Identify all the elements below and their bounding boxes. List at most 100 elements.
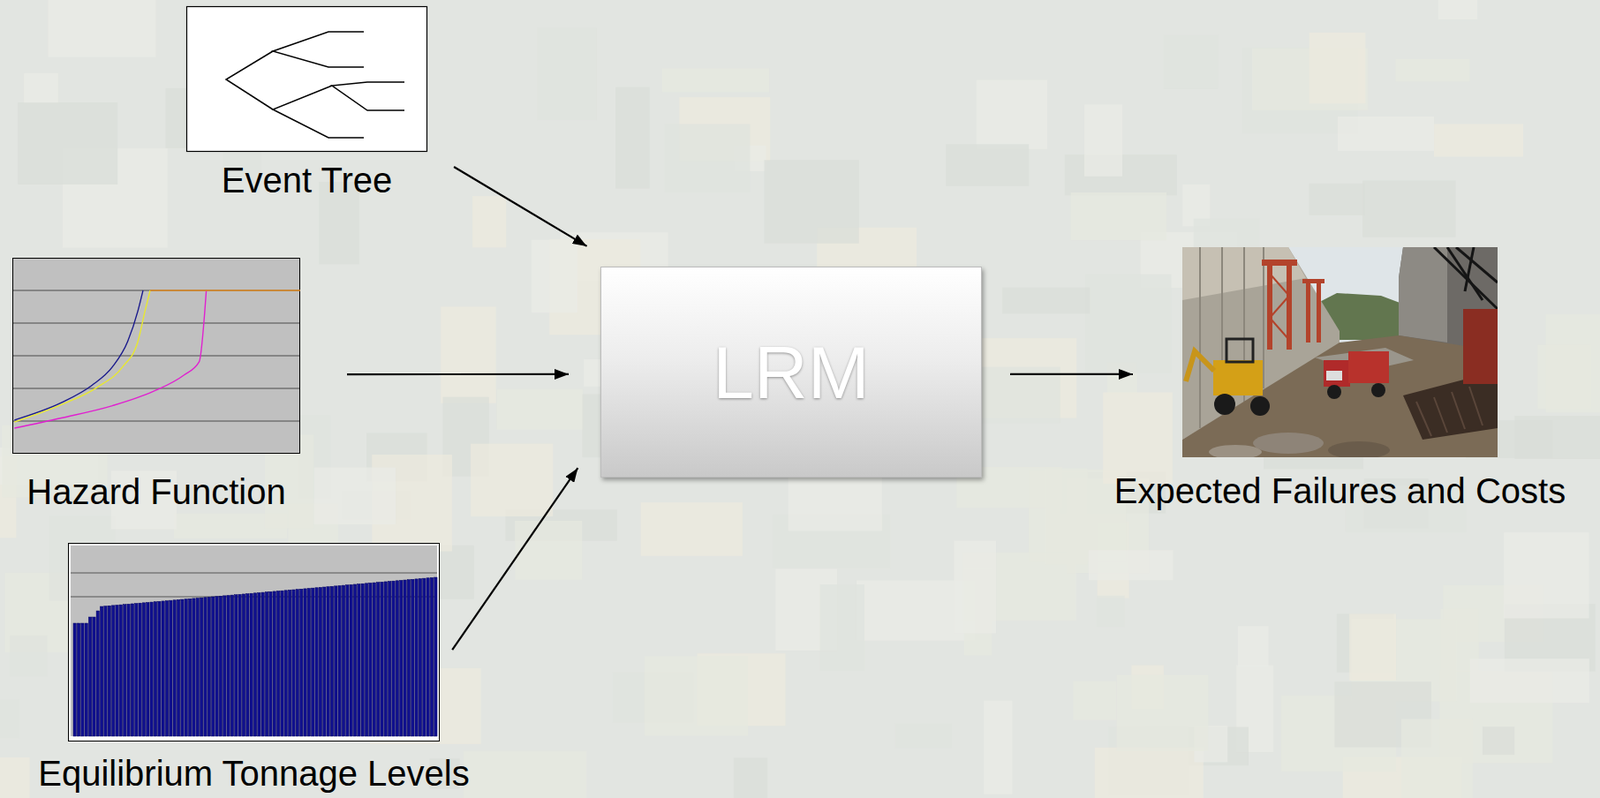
tonnage-bar — [264, 592, 268, 737]
grid-lines-part — [70, 573, 438, 574]
construction-photo-part-part — [1447, 247, 1483, 301]
tonnage-bar — [411, 579, 415, 737]
camo-patch — [531, 240, 578, 314]
tonnage-bar — [88, 617, 91, 737]
camo-patch — [470, 444, 553, 517]
box-title: LRM — [712, 330, 869, 416]
tonnage-bar — [426, 578, 430, 737]
tree-branches-part — [226, 51, 273, 110]
construction-photo-part — [1226, 339, 1253, 363]
tonnage-bar — [418, 579, 422, 737]
tonnage-bar — [253, 593, 257, 737]
tonnage-bar — [207, 596, 211, 737]
construction-photo-part — [1416, 386, 1483, 437]
tonnage-bar — [299, 588, 302, 737]
tonnage-bar — [364, 583, 368, 737]
tonnage-bar — [349, 584, 353, 737]
construction-photo-part-part — [1433, 247, 1498, 310]
flow-arrow — [452, 467, 578, 650]
construction-photo-part — [1182, 335, 1498, 458]
grid-lines-part — [13, 421, 300, 423]
construction-photo — [1182, 247, 1498, 458]
camo-patch — [945, 143, 1029, 187]
construction-photo-part-part — [1261, 259, 1298, 266]
tonnage-bar — [169, 600, 173, 737]
tonnage-bar — [395, 581, 399, 737]
tonnage-bar — [84, 623, 88, 737]
figure-slot — [1182, 247, 1498, 458]
figure-label: Hazard Function — [26, 472, 286, 512]
tonnage-bar — [392, 581, 395, 737]
tonnage-bar — [295, 589, 299, 737]
construction-photo-part — [1214, 393, 1236, 416]
camo-patch — [1084, 104, 1123, 176]
camo-patch — [976, 79, 1048, 149]
camo-patch — [1401, 718, 1473, 798]
tonnage-bar — [153, 602, 157, 737]
tree-branches — [226, 31, 405, 138]
tonnage-bar — [215, 596, 219, 737]
tonnage-bar — [226, 595, 230, 737]
tonnage-bar — [434, 577, 438, 737]
tonnage-bar — [218, 596, 222, 737]
camo-patch — [1102, 392, 1173, 484]
tree-branches-part — [332, 82, 405, 111]
camo-patch — [615, 87, 650, 189]
tonnage-bar — [272, 591, 276, 737]
camo-patch — [497, 389, 584, 431]
process-box: LRM — [600, 266, 982, 478]
camo-patch — [463, 751, 587, 798]
camo-patch — [953, 540, 997, 634]
camo-patch — [1094, 747, 1204, 798]
tonnage-bar — [107, 605, 111, 737]
figure-node: Event Tree — [186, 6, 428, 200]
tonnage-bar — [234, 595, 238, 737]
tonnage-bar — [422, 578, 426, 737]
construction-photo-part-part — [1451, 392, 1465, 430]
construction-photo-part-part — [1305, 282, 1311, 343]
construction-photo-part-part — [1269, 317, 1290, 340]
camo-patch — [1433, 123, 1524, 157]
camo-patch — [514, 520, 582, 581]
construction-photo-part-part — [1286, 261, 1292, 350]
figure-label: Event Tree — [221, 160, 393, 200]
construction-photo-part — [1433, 247, 1498, 310]
construction-photo-part-part — [1269, 295, 1290, 318]
tree-branches-part — [272, 85, 364, 138]
figure-node: Expected Failures and Costs — [1112, 247, 1569, 511]
construction-photo-part — [1328, 441, 1390, 458]
construction-photo-part-part — [1302, 279, 1325, 284]
tonnage-bar — [326, 587, 330, 737]
tonnage-bar — [196, 598, 199, 737]
tonnage-bar — [165, 601, 168, 737]
figure-slot — [186, 6, 428, 152]
tonnage-bar — [369, 582, 372, 737]
tonnage-bar — [73, 623, 76, 737]
figure-label: Equilibrium Tonnage Levels — [37, 754, 469, 793]
construction-photo-part — [1182, 247, 1498, 458]
tonnage-bar — [334, 586, 338, 737]
tonnage-bar — [403, 580, 407, 737]
camo-patch — [1438, 0, 1478, 20]
hazard-curve — [14, 290, 206, 429]
camo-patch — [17, 102, 118, 185]
construction-photo-part-part — [1262, 247, 1265, 389]
tonnage-bar — [372, 582, 376, 737]
tonnage-bar — [341, 585, 345, 737]
tonnage-bar — [135, 603, 138, 737]
camo-patch — [983, 701, 1012, 795]
tonnage-bar — [199, 597, 203, 737]
tonnage-bar — [184, 599, 188, 737]
camo-patch — [1097, 596, 1125, 627]
grid-lines-part — [13, 388, 300, 390]
tree-branches-part — [272, 31, 364, 68]
tonnage-bar — [223, 596, 227, 737]
camo-patch — [662, 67, 770, 92]
tonnage-bar — [192, 598, 196, 737]
tonnage-bar — [280, 590, 284, 737]
tonnage-bar — [261, 592, 265, 737]
camo-patch — [895, 724, 952, 749]
camo-patch — [1482, 726, 1515, 755]
tonnage-bar — [246, 594, 250, 737]
